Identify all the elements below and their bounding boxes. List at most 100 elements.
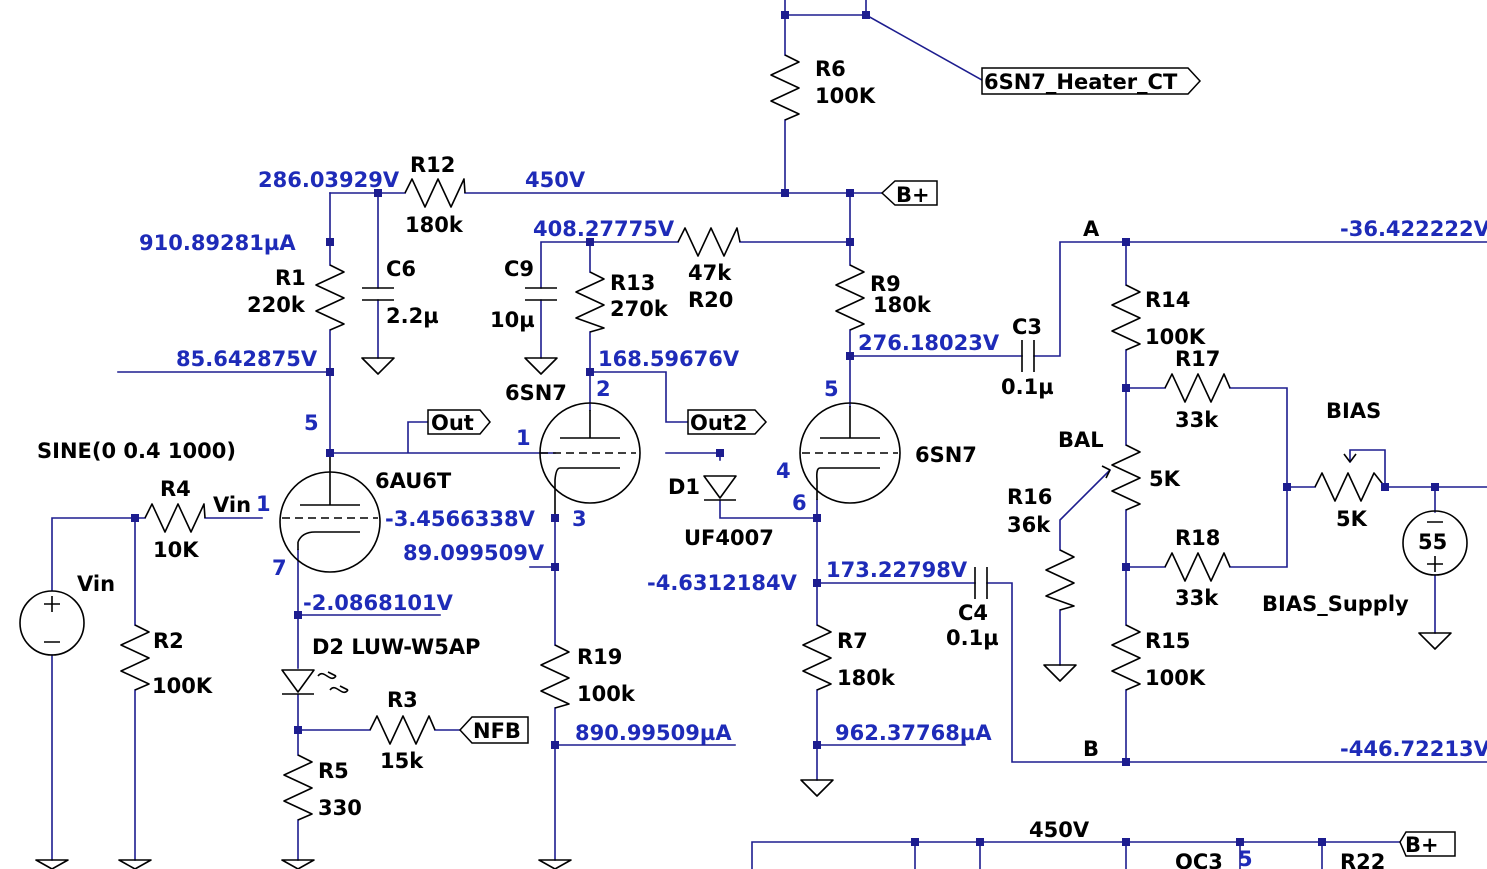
label-oc3-partial: OC3 xyxy=(1175,850,1223,869)
reading-r7-current: 962.37768µA xyxy=(835,721,992,745)
resistor-r14 xyxy=(1111,284,1141,351)
diode-d1 xyxy=(703,475,737,501)
node-readings: 286.03929V 450V 910.89281µA 408.27775V -… xyxy=(139,168,1487,761)
resistor-r9 xyxy=(835,264,865,331)
resistors xyxy=(120,54,1386,821)
svg-text:6: 6 xyxy=(792,491,807,515)
reading-r19-current: 890.99509µA xyxy=(575,721,732,745)
value-r16: 36k xyxy=(1007,513,1051,537)
potentiometer-bal xyxy=(1111,444,1141,511)
flag-bplus-top xyxy=(880,180,938,206)
flag-text-out: Out xyxy=(431,411,474,435)
label-d2: D2 LUW-W5AP xyxy=(312,635,480,659)
value-c3: 0.1µ xyxy=(1001,375,1054,399)
reading-r12-left: 286.03929V xyxy=(258,168,400,192)
value-r20: 47k xyxy=(688,261,732,285)
reading-first-plate: 85.642875V xyxy=(176,347,318,371)
svg-text:5: 5 xyxy=(824,377,839,401)
reading-left-grid: -3.4566338V xyxy=(385,507,536,531)
value-r9: 180k xyxy=(873,293,932,317)
flag-out xyxy=(427,409,491,435)
label-vin-net: Vin xyxy=(213,493,251,517)
flag-text-bplus-bottom: B+ xyxy=(1405,833,1439,857)
voltage-source-bias-supply xyxy=(1402,510,1468,576)
capacitor-c4 xyxy=(974,567,988,599)
value-r13: 270k xyxy=(610,297,669,321)
label-r5: R5 xyxy=(318,759,349,783)
capacitors xyxy=(362,287,1035,599)
value-r19: 100k xyxy=(577,682,636,706)
resistor-r19 xyxy=(540,644,570,709)
pin-numbers: 5 1 7 1 2 3 5 4 6 5 xyxy=(256,377,1253,869)
reading-left-cathode: 89.099509V xyxy=(403,541,545,565)
potentiometer-bias xyxy=(1314,472,1386,502)
reading-right-grid: -4.6312184V xyxy=(647,571,798,595)
resistor-r12 xyxy=(404,178,466,208)
grounds xyxy=(35,357,1452,869)
value-r6: 100K xyxy=(815,84,876,108)
value-r4: 10K xyxy=(153,538,199,562)
flag-labels: 6SN7_Heater_CT B+ Out Out2 NFB B+ xyxy=(431,70,1439,857)
resistor-r18 xyxy=(1164,552,1231,582)
label-r4: R4 xyxy=(160,477,191,501)
label-c3: C3 xyxy=(1012,315,1042,339)
svg-text:4: 4 xyxy=(776,459,791,483)
label-tube-6au6t: 6AU6T xyxy=(375,469,452,493)
resistor-r15 xyxy=(1111,624,1141,691)
resistor-r16 xyxy=(1045,549,1075,611)
tube-6sn7-left xyxy=(539,402,641,518)
label-r13: R13 xyxy=(610,271,655,295)
capacitor-c6 xyxy=(362,287,394,301)
value-r3: 15k xyxy=(380,749,424,773)
value-r12: 180k xyxy=(405,213,464,237)
label-r20: R20 xyxy=(688,288,733,312)
svg-text:2: 2 xyxy=(596,377,611,401)
resistor-r20 xyxy=(677,227,741,257)
reading-first-cathode: -2.0868101V xyxy=(303,591,454,615)
svg-text:5: 5 xyxy=(1238,847,1253,869)
label-bias-supply: BIAS_Supply xyxy=(1262,592,1409,616)
label-r22-partial: R22 xyxy=(1340,850,1385,869)
reading-left-plate: 168.59676V xyxy=(598,347,740,371)
label-r16: R16 xyxy=(1007,485,1052,509)
svg-text:1: 1 xyxy=(256,492,271,516)
resistor-r4 xyxy=(144,503,206,533)
value-bal: 5K xyxy=(1149,467,1181,491)
value-bias: 5K xyxy=(1336,507,1368,531)
value-bias-supply: 55 xyxy=(1418,530,1447,554)
label-c6: C6 xyxy=(386,257,416,281)
resistor-r5 xyxy=(283,754,313,821)
value-r5: 330 xyxy=(318,796,362,820)
label-r17: R17 xyxy=(1175,347,1220,371)
label-tube-left: 6SN7 xyxy=(505,381,567,405)
value-r1: 220k xyxy=(247,293,306,317)
diode-d2-led xyxy=(281,669,315,695)
component-labels: R6 100K R12 180k R1 220k C6 2.2µ C9 10µ … xyxy=(37,57,1447,869)
svg-text:5: 5 xyxy=(304,411,319,435)
flag-heater-ct xyxy=(981,67,1202,95)
value-r18: 33k xyxy=(1175,586,1219,610)
resistor-r6 xyxy=(770,54,800,121)
label-r6: R6 xyxy=(815,57,846,81)
flag-text-heater-ct: 6SN7_Heater_CT xyxy=(984,70,1178,94)
reading-r1-current: 910.89281µA xyxy=(139,231,296,255)
capacitor-c9 xyxy=(525,287,557,301)
label-r14: R14 xyxy=(1145,288,1190,312)
label-r18: R18 xyxy=(1175,526,1220,550)
flag-text-out2: Out2 xyxy=(690,411,747,435)
value-d1: UF4007 xyxy=(684,526,774,550)
reading-bplus: 450V xyxy=(525,168,586,192)
label-r3: R3 xyxy=(387,688,418,712)
reading-right-cathode: 173.22798V xyxy=(826,558,968,582)
value-r14: 100K xyxy=(1145,325,1206,349)
label-d1: D1 xyxy=(668,475,700,499)
junctions xyxy=(131,11,1439,846)
flag-bplus-bottom xyxy=(1399,831,1456,857)
flag-text-bplus-top: B+ xyxy=(896,183,930,207)
tube-6sn7-right xyxy=(799,402,901,504)
svg-text:1: 1 xyxy=(516,426,531,450)
flag-nfb xyxy=(458,716,529,744)
label-c4: C4 xyxy=(958,601,988,625)
resistor-r2 xyxy=(120,624,150,691)
